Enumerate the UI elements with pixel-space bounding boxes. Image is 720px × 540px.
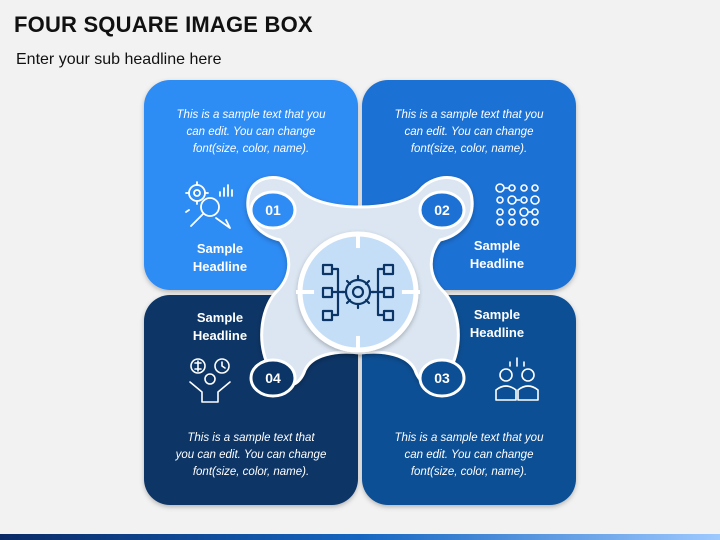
body-line: This is a sample text that you — [176, 109, 326, 121]
headline-line: Headline — [469, 256, 525, 271]
page-subtitle: Enter your sub headline here — [16, 51, 222, 68]
quadrant-01-headline: Sample Headline — [165, 240, 275, 276]
quadrant-01-text: This is a sample text that you can edit.… — [150, 107, 352, 158]
quadrant-04-text: This is a sample text that you can edit.… — [150, 430, 352, 481]
dots-grid-icon — [495, 183, 540, 226]
number-label-01: 01 — [265, 202, 281, 218]
footer-gradient-bar — [0, 534, 720, 540]
analysis-gears-icon — [185, 181, 233, 229]
headline-line: Headline — [192, 259, 248, 274]
money-time-person-icon — [189, 358, 231, 403]
body-line: can edit. You can change — [404, 126, 534, 138]
quadrant-04-headline: Sample Headline — [165, 309, 275, 345]
body-line: This is a sample text that you — [394, 109, 544, 121]
body-line: font(size, color, name). — [192, 466, 310, 478]
number-label-02: 02 — [434, 202, 450, 218]
body-line: font(size, color, name). — [410, 466, 528, 478]
body-line: This is a sample text that — [187, 432, 315, 444]
body-line: font(size, color, name). — [410, 143, 528, 155]
headline-line: Sample — [196, 310, 244, 325]
gear-network-icon — [321, 263, 395, 322]
number-label-04: 04 — [265, 370, 281, 386]
team-people-icon — [495, 357, 539, 401]
body-line: you can edit. You can change — [175, 449, 327, 461]
body-line: This is a sample text that you — [394, 432, 544, 444]
page-title: FOUR SQUARE IMAGE BOX — [14, 12, 313, 37]
quadrant-03-headline: Sample Headline — [442, 306, 552, 342]
number-label-03: 03 — [434, 370, 450, 386]
quadrant-03-text: This is a sample text that you can edit.… — [368, 430, 570, 481]
headline-line: Sample — [473, 307, 521, 322]
headline-line: Sample — [196, 241, 244, 256]
headline-line: Sample — [473, 238, 521, 253]
quadrant-02-headline: Sample Headline — [442, 237, 552, 273]
body-line: font(size, color, name). — [192, 143, 310, 155]
body-line: can edit. You can change — [186, 126, 316, 138]
headline-line: Headline — [192, 328, 248, 343]
body-line: can edit. You can change — [404, 449, 534, 461]
quadrant-02-text: This is a sample text that you can edit.… — [368, 107, 570, 158]
number-discs — [249, 190, 466, 398]
headline-line: Headline — [469, 325, 525, 340]
